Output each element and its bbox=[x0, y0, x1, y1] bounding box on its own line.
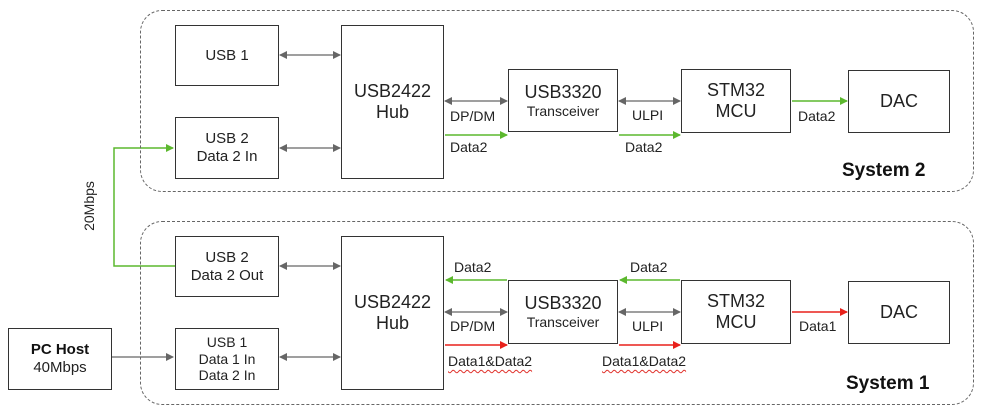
link-rate-label: 20Mbps bbox=[80, 181, 97, 231]
s1-transceiver-line2: Transceiver bbox=[526, 314, 600, 331]
system2-frame bbox=[140, 10, 974, 192]
s2-transceiver-line1: USB3320 bbox=[524, 81, 602, 102]
s2-hub-data-label: Data2 bbox=[450, 139, 488, 155]
s1-dac-box: DAC bbox=[848, 281, 950, 344]
s1-tr-data12-label: Data1&Data2 bbox=[602, 353, 687, 369]
s2-mcu-line1: STM32 bbox=[706, 79, 766, 100]
system2-title: System 2 bbox=[842, 160, 926, 181]
s2-mcu-data-label: Data2 bbox=[798, 108, 836, 124]
s2-hub-box: USB2422 Hub bbox=[341, 25, 444, 179]
s2-usb2-box: USB 2 Data 2 In bbox=[175, 117, 279, 179]
s2-tr-data-label: Data2 bbox=[625, 139, 663, 155]
s1-usb1-box: USB 1 Data 1 In Data 2 In bbox=[175, 328, 279, 390]
pc-host-rate: 40Mbps bbox=[33, 359, 87, 376]
pc-host-title: PC Host bbox=[30, 341, 90, 359]
s2-usb1-label: USB 1 bbox=[205, 46, 249, 64]
s1-dac-label: DAC bbox=[879, 301, 918, 322]
s1-usb2-line2: Data 2 Out bbox=[190, 266, 264, 284]
s2-usb2-line1: USB 2 bbox=[205, 130, 249, 148]
s1-hub-line1: USB2422 bbox=[353, 291, 432, 312]
system1-frame bbox=[140, 221, 974, 405]
s1-transceiver-line1: USB3320 bbox=[524, 293, 602, 314]
s1-usb1-line3: Data 2 In bbox=[198, 367, 256, 384]
s2-hub-line2: Hub bbox=[375, 102, 410, 122]
s1-mcu-line2: MCU bbox=[715, 312, 757, 332]
s1-usb2-box: USB 2 Data 2 Out bbox=[175, 236, 279, 297]
s2-transceiver-line2: Transceiver bbox=[526, 102, 600, 119]
s1-dpdm-label: DP/DM bbox=[450, 318, 496, 334]
pc-host-box: PC Host 40Mbps bbox=[8, 328, 112, 390]
s1-usb1-line2: Data 1 In bbox=[198, 350, 256, 367]
s1-mcu-data1-label: Data1 bbox=[799, 318, 837, 334]
s2-dac-label: DAC bbox=[879, 90, 918, 111]
cross-system-data2-link bbox=[113, 144, 175, 267]
s2-mcu-line2: MCU bbox=[715, 101, 757, 121]
s2-hub-line1: USB2422 bbox=[353, 80, 432, 101]
s2-ulpi-label: ULPI bbox=[632, 107, 664, 123]
s1-hub-line2: Hub bbox=[375, 313, 410, 333]
s2-mcu-box: STM32 MCU bbox=[681, 69, 791, 133]
s2-usb1-box: USB 1 bbox=[175, 25, 279, 86]
s1-mcu-box: STM32 MCU bbox=[681, 280, 791, 344]
s2-dac-box: DAC bbox=[848, 70, 950, 133]
s1-usb1-line1: USB 1 bbox=[206, 334, 248, 351]
s1-hub-data2-label: Data2 bbox=[454, 259, 492, 275]
system1-title: System 1 bbox=[846, 373, 930, 394]
s1-hub-data12-label: Data1&Data2 bbox=[448, 353, 533, 369]
s2-dpdm-label: DP/DM bbox=[450, 108, 496, 124]
s1-usb2-line1: USB 2 bbox=[205, 248, 249, 266]
s1-hub-box: USB2422 Hub bbox=[341, 236, 444, 390]
s2-usb2-line2: Data 2 In bbox=[196, 148, 258, 165]
s1-mcu-line1: STM32 bbox=[706, 290, 766, 311]
s2-transceiver-box: USB3320 Transceiver bbox=[508, 69, 618, 132]
s1-tr-data2-label: Data2 bbox=[630, 259, 668, 275]
s1-ulpi-label: ULPI bbox=[632, 318, 664, 334]
s1-transceiver-box: USB3320 Transceiver bbox=[508, 280, 618, 344]
